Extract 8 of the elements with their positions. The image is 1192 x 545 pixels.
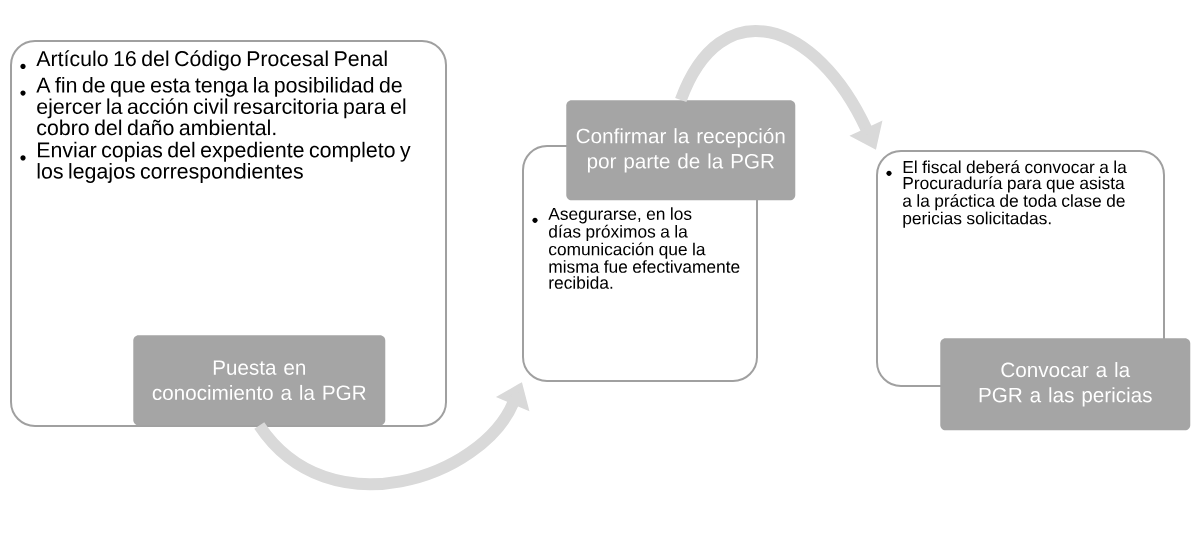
bullet-item: El fiscal deberá convocar a la Procuraduría para que asista a la práctica de toda clase de pericias solicitadas. (903, 160, 1127, 228)
label-box: Confirmar la recepción por parte de la PGR (566, 100, 796, 201)
label-box: Puesta en conocimiento a la PGR (133, 335, 386, 426)
bullet-item: Artículo 16 del Código Procesal Penal (36, 50, 387, 71)
label-box: Convocar a la PGR a las pericias (940, 338, 1191, 431)
bullet-item: Asegurarse, en los días próximos a la comunicación que la misma fue efectivamente recibida. (548, 207, 740, 289)
bullet-item: Enviar copias del expediente completo y los legajos correspondientes (37, 141, 411, 183)
bullet-item: A fin de que esta tenga la posibilidad de ejercer la acción civil resarcitoria para el cobro del daño ambiental. (36, 76, 406, 136)
